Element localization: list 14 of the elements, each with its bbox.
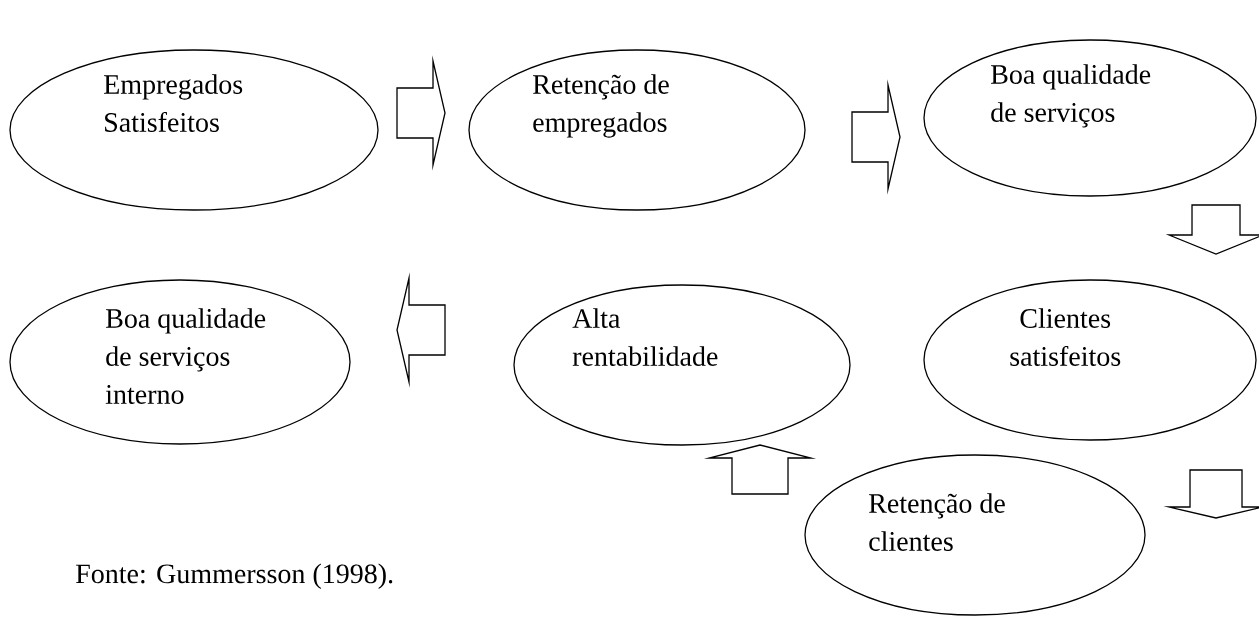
ellipse-node: Clientes satisfeitos <box>923 279 1257 441</box>
source-note: Fonte: Gummersson (1998). <box>76 563 393 589</box>
block-arrow <box>1165 204 1259 255</box>
ellipse-node: Retenção de clientes <box>804 454 1146 616</box>
ellipse-node: Alta rentabilidade <box>513 284 851 446</box>
ellipse-node: Empregados Satisfeitos <box>9 49 379 211</box>
ellipse-node: Retenção de empregados <box>468 49 806 211</box>
block-arrow <box>1163 469 1259 519</box>
block-arrow <box>851 79 901 195</box>
ellipse-node: Boa qualidade de serviços interno <box>9 279 351 445</box>
block-arrow <box>396 272 446 388</box>
block-arrow <box>396 55 446 171</box>
block-arrow <box>703 444 817 495</box>
ellipse-node: Boa qualidade de serviços <box>923 39 1257 197</box>
